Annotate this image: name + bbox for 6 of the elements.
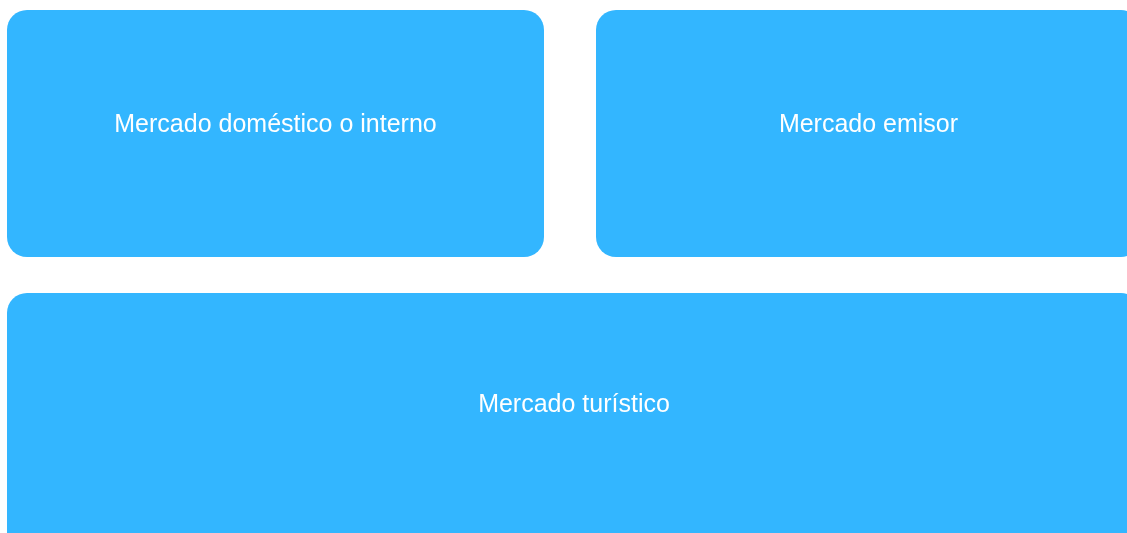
box-label: Mercado doméstico o interno [114, 109, 437, 138]
rounded-box [7, 293, 1127, 533]
rounded-box [7, 10, 544, 257]
rounded-box [596, 10, 1127, 257]
box-label: Mercado turístico [478, 388, 670, 418]
box-label: Mercado emisor [778, 109, 959, 138]
